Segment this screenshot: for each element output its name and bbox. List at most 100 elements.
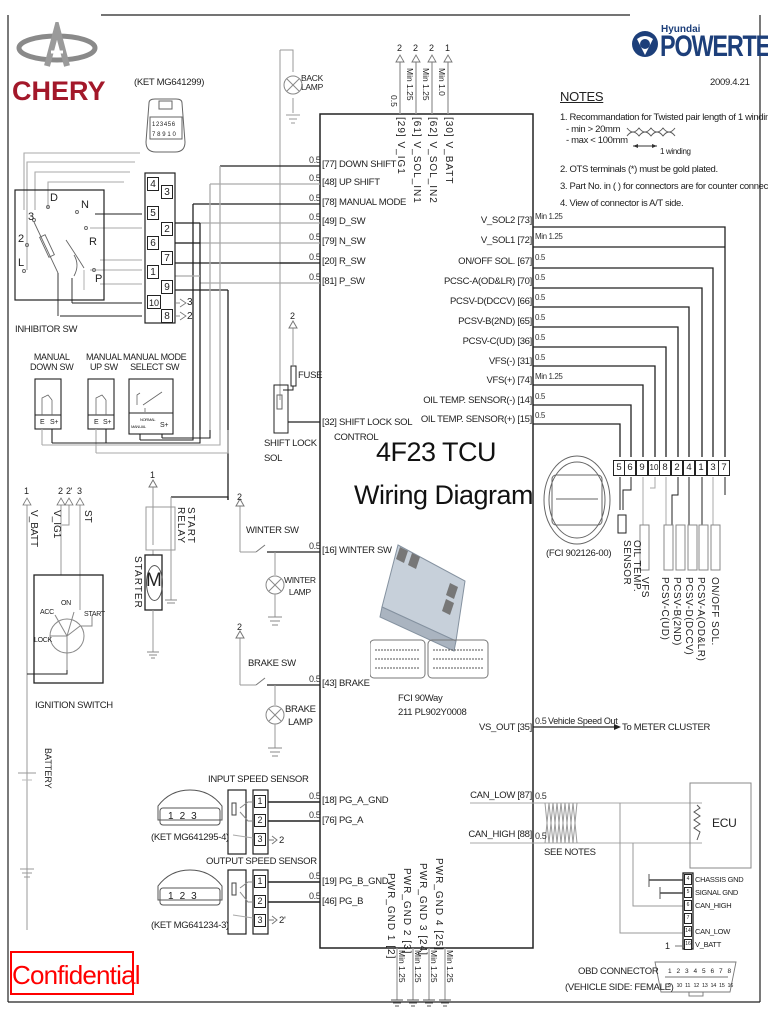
load-label: ON/OFF SOL. <box>709 577 720 646</box>
pin-gauge: 0.5 <box>535 411 545 420</box>
inhibitor-switch-box <box>14 189 105 301</box>
note-4: 4. View of connector is A/T side. <box>560 198 684 209</box>
inhibitor-pin-7: 7 <box>161 251 173 265</box>
ignition-ref-arrows <box>22 497 85 506</box>
at-connector-leads <box>619 477 726 525</box>
pin-gauge: 0.5 <box>535 392 545 401</box>
ignition-circuit <box>18 505 104 930</box>
pin-gauge: 0.5 <box>309 212 321 222</box>
manual-up-S: S+ <box>103 419 112 426</box>
at-connector-pin: 6 <box>624 460 636 476</box>
top-pin-gauge: 0.5 <box>389 95 399 107</box>
inhibitor-pin-1: 1 <box>147 265 159 279</box>
pwr-gnd-gauge: Min 1.25 <box>445 950 455 983</box>
top-pin-label: [29] V_IG1 <box>395 117 406 175</box>
brake-ref: 2 <box>237 622 242 632</box>
pin-2: 2 <box>155 122 160 128</box>
gauge-pg-b-gnd: 0.5 <box>309 871 321 881</box>
at-connector-pin: 4 <box>683 460 695 476</box>
pin-gauge: 0.5 <box>309 272 321 282</box>
tcu-pin-32-label-2: CONTROL <box>334 432 379 443</box>
output-sensor-pin-3: 3 <box>254 914 266 927</box>
inhibitor-pin-3: 3 <box>161 185 173 199</box>
obd-face-pin: 10 <box>676 983 683 989</box>
inhibitor-connector-part: (KET MG641299) <box>134 77 205 88</box>
gauge-winter: 0.5 <box>309 541 321 551</box>
output-speed-sensor-title: OUTPUT SPEED SENSOR <box>206 856 317 867</box>
starter-ref: 1 <box>150 470 155 480</box>
diagram-title: 4F23 TCU <box>376 437 497 467</box>
obd-face-pin: 5 <box>702 968 706 975</box>
notes-heading: NOTES <box>560 89 604 104</box>
confidential-stamp: Confidential <box>10 951 141 995</box>
winter-ref: 2 <box>237 492 242 502</box>
shift-lock-ref: 2 <box>290 311 295 321</box>
pin-gauge: 0.5 <box>309 232 321 242</box>
hyundai-wordmark: Hyundai <box>661 24 701 35</box>
pin-gauge: 0.5 <box>535 273 545 282</box>
note-1-winding: 1 winding <box>660 147 691 156</box>
tcu-pin-label: [48] UP SHIFT <box>322 177 380 188</box>
can-low-gauge: 0.5 <box>535 791 547 801</box>
face-pin-1: 1 <box>168 811 180 822</box>
input-sensor-pin-1: 1 <box>254 795 266 808</box>
mode-sw-manual: MANUAL <box>131 424 146 429</box>
input-sensor-pin-2: 2 <box>254 814 266 827</box>
tcu-pin-label: [20] R_SW <box>322 256 366 267</box>
tcu-pin-label: [77] DOWN SHIFT <box>322 159 397 170</box>
tcu-pin-label: [49] D_SW <box>322 216 366 227</box>
ign-pos-on: ON <box>61 600 71 607</box>
inhibitor-pos-R: R <box>89 236 97 248</box>
tcu-pin-label: VFS(-) [31] <box>488 356 532 367</box>
load-label: PCSV-A(OD&LR) <box>695 577 706 662</box>
brake-circuit <box>235 629 320 757</box>
note-2: 2. OTS terminals (*) must be gold plated… <box>560 164 718 175</box>
ign-ref-2p: 2' <box>66 486 73 496</box>
at-connector-part: (FCI 902126-00) <box>546 548 612 559</box>
chery-logo <box>12 16 102 74</box>
output-sensor-ref: 2' <box>279 915 286 926</box>
face-pin-3: 3 <box>191 811 203 822</box>
at-connector-pin: 8 <box>659 460 671 476</box>
ecu-label: ECU <box>712 816 737 830</box>
pin-gauge: 0.5 <box>535 313 545 322</box>
tcu-pin-label: V_SOL1 [72] <box>480 235 532 246</box>
tcu-pin-19-label: [19] PG_B_GND <box>322 876 389 887</box>
tcu-pin-label: OIL TEMP. SENSOR(+) [15] <box>420 414 532 425</box>
obd-pin-label: CAN_LOW <box>695 927 730 936</box>
obd-pin-label: V_BATT <box>695 940 721 949</box>
hyundai-powertech-emblem-icon <box>632 31 658 57</box>
manual-up-sw-title: MANUAL UP SW <box>86 352 122 372</box>
chery-emblem-icon <box>16 16 98 67</box>
winter-circuit <box>235 497 320 626</box>
inhibitor-switch-wires <box>23 152 142 317</box>
back-lamp-circuit <box>279 49 303 400</box>
pwr-gnd-label: PWR_GND 1 [2] <box>385 873 396 960</box>
manual-down-S: S+ <box>50 419 59 426</box>
pwr-gnd-gauge: Min 1.25 <box>397 950 407 983</box>
winter-sw-label: WINTER SW <box>246 525 299 536</box>
pwr-gnd-label: PWR_GND 4 [25] <box>433 858 444 951</box>
tcu-pin-label: [78] MANUAL MODE <box>322 197 407 208</box>
output-connector-face-pins: 123 <box>168 891 203 902</box>
ign-ref-2: 2 <box>58 486 63 496</box>
manual-switch-contacts <box>41 391 163 415</box>
document-date: 2009.4.21 <box>710 77 750 88</box>
inhibitor-ref-arrows <box>175 298 187 321</box>
speed-sensor-connector-icons <box>157 789 223 906</box>
starter-motor-letter: M <box>146 570 162 591</box>
pin-4: 4 <box>163 122 168 128</box>
input-speed-sensor-title: INPUT SPEED SENSOR <box>208 774 309 785</box>
solenoid-harness <box>533 226 726 457</box>
pwr-gnd-label: PWR_GND 3 [24] <box>417 863 428 956</box>
pin-gauge: 0.5 <box>309 155 321 165</box>
obd-face-pin: 1 <box>668 968 672 975</box>
pwr-gnd-gauge: Min 1.25 <box>429 950 439 983</box>
top-pin-label: [30] V_BATT <box>443 117 454 185</box>
ecu-connector-line2: 211 PL902Y0008 <box>398 707 467 718</box>
input-sensor-pin-3: 3 <box>254 833 266 846</box>
obd-face-pin: 13 <box>702 983 708 989</box>
ign-pos-start: START <box>84 611 105 618</box>
pin-gauge: 0.5 <box>309 173 321 183</box>
inhibitor-pin-8: 8 <box>161 309 173 323</box>
